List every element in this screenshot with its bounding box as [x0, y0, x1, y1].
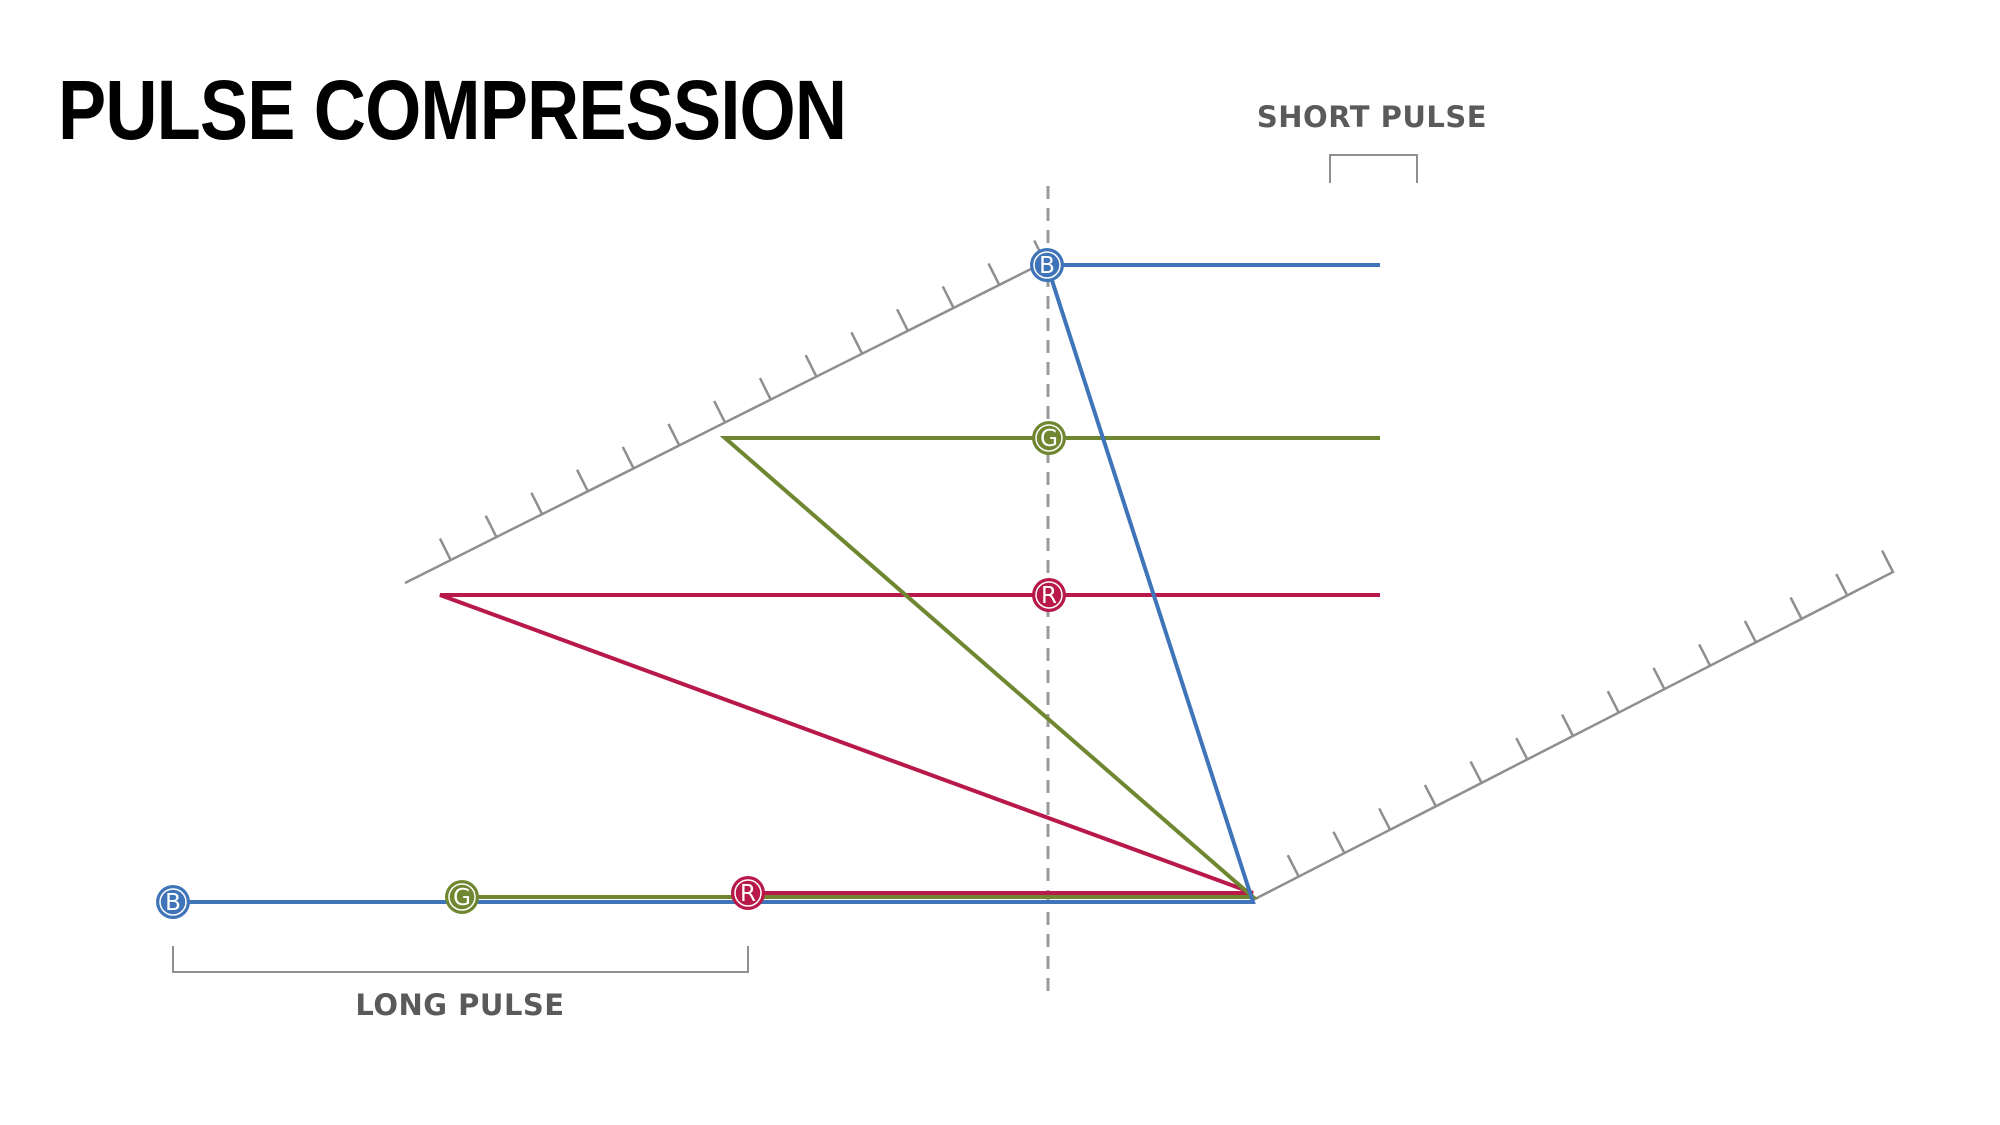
svg-text:B: B: [165, 890, 181, 916]
svg-text:G: G: [453, 885, 471, 911]
short-pulse-blue-marker: B: [1030, 248, 1064, 282]
long-pulse-green-marker: G: [445, 880, 479, 914]
long-pulse-label: LONG PULSE: [355, 988, 564, 1022]
long-pulse-bracket: [172, 946, 749, 973]
green-beam-path: [462, 436, 1380, 899]
short-pulse-green-marker: G: [1032, 421, 1066, 455]
short-pulse-red-marker: R: [1032, 578, 1066, 612]
short-pulse-label: SHORT PULSE: [1257, 100, 1487, 134]
svg-text:R: R: [740, 881, 756, 907]
long-pulse-blue-marker: B: [156, 885, 190, 919]
upper-grating: [404, 239, 1047, 585]
blue-beam-path: [173, 263, 1380, 904]
red-beam-path: [439, 593, 1380, 895]
lower-grating: [1252, 550, 1895, 902]
svg-text:G: G: [1040, 426, 1058, 452]
long-pulse-red-marker: R: [731, 876, 765, 910]
svg-text:R: R: [1041, 583, 1057, 609]
short-pulse-bracket: [1329, 154, 1418, 183]
svg-text:B: B: [1039, 253, 1055, 279]
page-title: PULSE COMPRESSION: [58, 63, 847, 157]
